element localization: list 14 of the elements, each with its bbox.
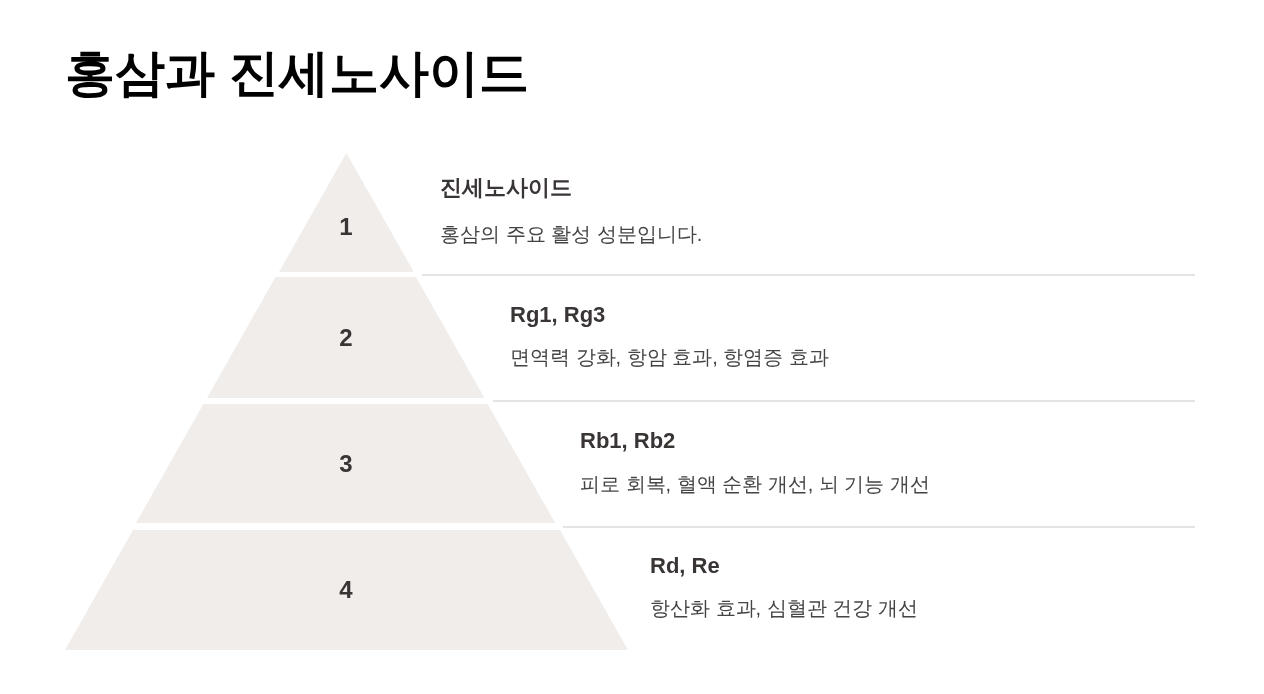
tier-number: 1 (339, 214, 353, 240)
title: 홍삼과 진세노사이드 (65, 44, 529, 102)
pyramid-tier (207, 277, 485, 398)
tier-heading: Rg1, Rg3 (510, 302, 606, 328)
tier-heading: Rd, Re (650, 553, 720, 579)
tier-number: 3 (339, 451, 353, 477)
tier-number: 2 (339, 325, 353, 351)
tier-description: 항산화 효과, 심혈관 건강 개선 (650, 596, 918, 620)
tier-description: 면역력 강화, 항암 효과, 항염증 효과 (510, 345, 829, 369)
tier-number: 4 (339, 577, 353, 603)
tier-heading: 진세노사이드 (440, 175, 572, 201)
tier-description: 피로 회복, 혈액 순환 개선, 뇌 기능 개선 (580, 472, 930, 496)
tier-description: 홍삼의 주요 활성 성분입니다. (440, 222, 703, 246)
tier-heading: Rb1, Rb2 (580, 428, 676, 454)
